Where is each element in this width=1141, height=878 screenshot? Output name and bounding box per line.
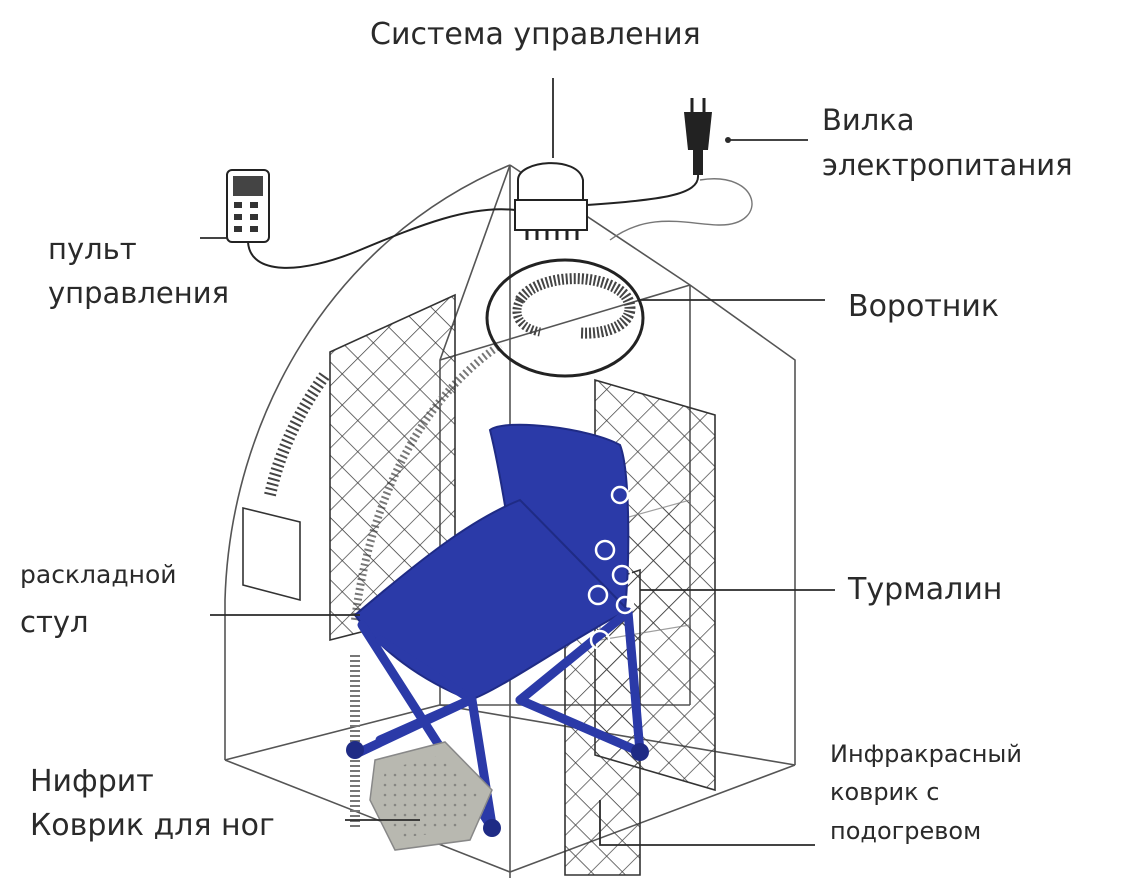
label-remote-line2: управления xyxy=(48,275,230,310)
power-plug-icon xyxy=(684,98,712,175)
label-power-plug: Вилка электропитания xyxy=(822,98,1073,188)
label-power-plug-line2: электропитания xyxy=(822,147,1073,182)
label-infrared-line2: коврик с xyxy=(830,778,940,807)
label-nephrite-foot-mat: Нифрит Коврик для ног xyxy=(30,760,275,847)
label-remote-control: пульт управления xyxy=(48,228,229,315)
label-folding-chair: раскладной стул xyxy=(20,553,177,648)
label-infrared-mat: Инфракрасный коврик с подогревом xyxy=(830,735,1022,850)
heater-strip-left xyxy=(264,371,330,497)
label-remote-line1: пульт xyxy=(48,232,137,266)
door-panel xyxy=(242,506,301,602)
label-collar: Воротник xyxy=(848,289,1000,324)
label-control-system: Система управления xyxy=(370,17,701,52)
label-nephrite-line1: Нифрит xyxy=(30,764,154,799)
control-unit-icon xyxy=(514,162,588,240)
label-tourmaline: Турмалин xyxy=(848,572,1003,607)
label-chair-line2: стул xyxy=(20,604,89,639)
cables xyxy=(247,174,753,269)
label-infrared-line1: Инфракрасный xyxy=(830,740,1022,768)
label-chair-line1: раскладной xyxy=(20,560,177,589)
label-nephrite-line2: Коврик для ног xyxy=(30,807,275,843)
remote-control-icon xyxy=(226,169,270,243)
collar-icon xyxy=(485,258,645,378)
leader-lines xyxy=(200,78,835,846)
folding-chair-icon xyxy=(346,423,649,837)
tourmaline-stones xyxy=(587,485,635,651)
label-power-plug-line1: Вилка xyxy=(822,103,915,137)
label-infrared-line3: подогревом xyxy=(830,816,982,845)
